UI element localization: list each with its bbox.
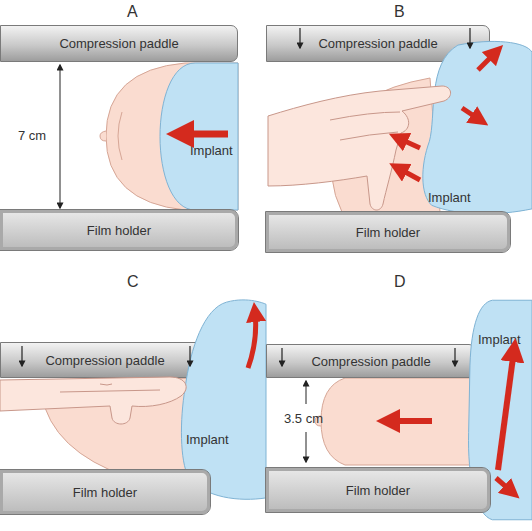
part-label: Compression paddle bbox=[311, 354, 430, 369]
displacement-arrow bbox=[462, 108, 480, 120]
film-holder: Film holder bbox=[266, 212, 510, 252]
areola bbox=[118, 112, 122, 160]
panel-letter: D bbox=[394, 273, 406, 291]
displacement-arrow bbox=[478, 52, 496, 70]
part-label: Film holder bbox=[356, 225, 420, 240]
compression-arrow bbox=[189, 346, 190, 366]
panel-letter: A bbox=[127, 3, 138, 21]
displacement-arrow bbox=[180, 131, 228, 138]
compression-paddle: Compression paddle bbox=[0, 342, 210, 378]
hand bbox=[268, 86, 451, 210]
hand bbox=[0, 377, 186, 424]
implant-shape bbox=[160, 63, 238, 210]
dimension-label: 7 cm bbox=[18, 128, 46, 143]
finger-line bbox=[330, 112, 400, 140]
displacement-arrow bbox=[398, 138, 420, 148]
breast-implant: Implant bbox=[160, 63, 238, 210]
nipple bbox=[100, 131, 106, 141]
part-label: Compression paddle bbox=[318, 36, 437, 51]
finger-line bbox=[60, 384, 160, 392]
breast-tissue bbox=[106, 63, 238, 210]
compression-arrow bbox=[281, 348, 282, 366]
panel-letter: B bbox=[394, 3, 405, 21]
part-label: Film holder bbox=[87, 223, 151, 238]
breast-tissue bbox=[321, 378, 470, 465]
part-label: Compression paddle bbox=[59, 36, 178, 51]
implant-label: Implant bbox=[478, 332, 521, 347]
part-label: Compression paddle bbox=[45, 353, 164, 368]
film-holder: Film holder bbox=[0, 470, 210, 514]
compression-arrow bbox=[469, 28, 470, 48]
displacement-arrow bbox=[388, 418, 432, 424]
dimension-label: 3.5 cm bbox=[284, 411, 323, 426]
implant-shape bbox=[423, 41, 532, 213]
dimension-line bbox=[60, 65, 61, 208]
implant-outline bbox=[418, 38, 532, 216]
displacement-arrow bbox=[496, 478, 512, 492]
breast-tissue bbox=[331, 78, 440, 212]
compression-arrow bbox=[454, 348, 455, 366]
film-holder: Film holder bbox=[0, 210, 238, 250]
displacement-arrow bbox=[498, 350, 514, 470]
displacement-arrow bbox=[248, 312, 256, 368]
panel-letter: C bbox=[127, 273, 139, 291]
implant-outline bbox=[160, 63, 238, 210]
dimension-line bbox=[306, 381, 307, 404]
compression-arrow bbox=[299, 28, 300, 48]
film-holder: Film holder bbox=[266, 468, 490, 512]
compression-arrow bbox=[21, 346, 22, 366]
part-label: Film holder bbox=[346, 483, 410, 498]
displacement-arrow bbox=[398, 168, 420, 180]
part-label: Film holder bbox=[73, 485, 137, 500]
implant-label: Implant bbox=[186, 432, 229, 447]
implant-label: Implant bbox=[190, 143, 233, 158]
compression-paddle: Compression paddle bbox=[0, 25, 238, 62]
implant-label: Implant bbox=[428, 190, 471, 205]
dimension-line bbox=[306, 432, 307, 462]
compression-paddle: Compression paddle bbox=[266, 344, 476, 378]
breast-implant: Implant bbox=[418, 38, 532, 216]
